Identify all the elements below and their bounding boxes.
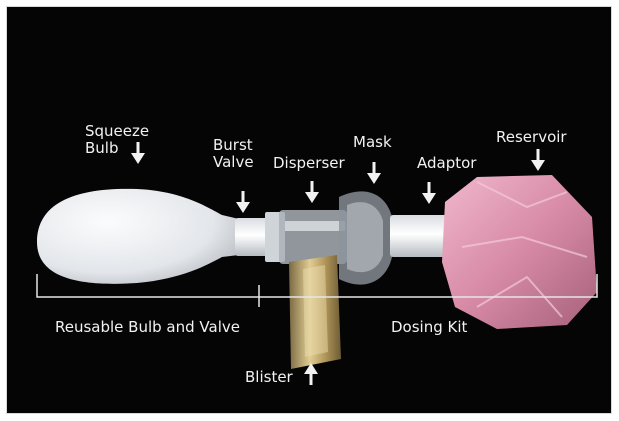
down-arrow-icon bbox=[529, 147, 547, 173]
down-arrow-icon bbox=[365, 160, 383, 186]
blister-label: Blister bbox=[245, 369, 293, 386]
down-arrow-icon bbox=[234, 189, 252, 215]
device-illustration bbox=[7, 7, 612, 414]
dosing-group-label: Dosing Kit bbox=[391, 319, 467, 336]
reservoir-label: Reservoir bbox=[496, 129, 567, 146]
reservoir bbox=[442, 175, 597, 329]
burst-valve bbox=[235, 212, 285, 262]
down-arrow-icon bbox=[129, 140, 147, 166]
adaptor bbox=[390, 215, 450, 257]
burst-valve-label-line1: Burst bbox=[213, 137, 254, 154]
mask-label: Mask bbox=[353, 134, 392, 151]
disperser-label: Disperser bbox=[273, 155, 345, 172]
adaptor-label: Adaptor bbox=[417, 155, 476, 172]
blister bbox=[289, 255, 341, 369]
reusable-group-label: Reusable Bulb and Valve bbox=[55, 319, 240, 336]
mask bbox=[339, 191, 392, 284]
down-arrow-icon bbox=[303, 179, 321, 205]
device-photo: Squeeze Bulb Burst Valve Disperser Mask … bbox=[6, 6, 612, 414]
down-arrow-icon bbox=[420, 180, 438, 206]
squeeze-bulb bbox=[37, 189, 239, 284]
burst-valve-label: Burst Valve bbox=[213, 137, 254, 171]
squeeze-bulb-label-line1: Squeeze bbox=[85, 123, 149, 140]
up-arrow-icon bbox=[302, 361, 320, 387]
burst-valve-label-line2: Valve bbox=[213, 154, 254, 171]
